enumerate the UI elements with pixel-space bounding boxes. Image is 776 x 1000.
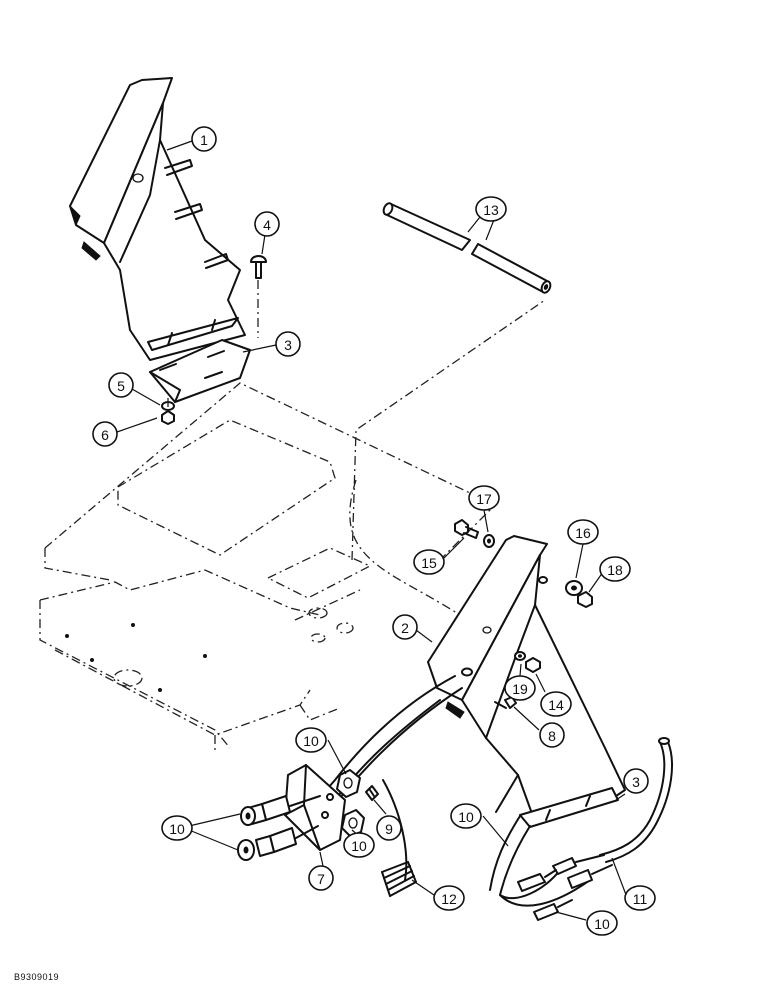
callout-5: 5	[108, 372, 134, 398]
callout-13: 13	[475, 196, 507, 222]
callout-label: 16	[575, 525, 591, 541]
callout-3-lower: 3	[623, 768, 649, 794]
callout-9: 9	[376, 815, 402, 841]
upper-lever-bracket	[69, 77, 246, 361]
callout-8: 8	[539, 722, 565, 748]
callout-17: 17	[468, 485, 500, 511]
bulkhead-plate-7	[284, 764, 346, 851]
callout-1: 1	[191, 126, 217, 152]
callout-label: 2	[401, 620, 409, 636]
mounting-plate-upper	[149, 339, 251, 403]
callout-label: 19	[512, 681, 528, 697]
callout-label: 18	[607, 562, 623, 578]
callout-16: 16	[567, 519, 599, 545]
tube-13	[382, 202, 552, 294]
callout-2: 2	[392, 614, 418, 640]
callout-label: 10	[169, 821, 185, 837]
callout-label: 1	[200, 132, 208, 148]
callout-label: 6	[101, 427, 109, 443]
callout-label: 10	[303, 733, 319, 749]
callout-label: 17	[476, 491, 492, 507]
callout-label: 9	[385, 821, 393, 837]
callout-11: 11	[624, 885, 656, 911]
callout-label: 14	[548, 697, 564, 713]
washer-nut-5-6	[161, 398, 175, 425]
callout-10-left: 10	[161, 815, 193, 841]
callout-10-bottom: 10	[586, 910, 618, 936]
callout-10-right: 10	[450, 803, 482, 829]
figure-reference-code: B9309019	[14, 972, 60, 982]
callout-15: 15	[413, 549, 445, 575]
callout-label: 15	[421, 555, 437, 571]
callout-label: 3	[284, 337, 292, 353]
callout-10-mid: 10	[343, 832, 375, 858]
spring-12	[381, 861, 417, 897]
callout-19: 19	[504, 675, 536, 701]
callout-label: 7	[317, 871, 325, 887]
callout-14: 14	[540, 691, 572, 717]
callout-6: 6	[92, 421, 118, 447]
callout-label: 10	[351, 838, 367, 854]
callout-7: 7	[308, 865, 334, 891]
callout-18: 18	[599, 556, 631, 582]
callout-label: 8	[548, 728, 556, 744]
callout-label: 3	[632, 774, 640, 790]
callout-12: 12	[433, 885, 465, 911]
callout-label: 12	[441, 891, 457, 907]
callout-label: 10	[594, 916, 610, 932]
callout-label: 10	[458, 809, 474, 825]
callout-10-top: 10	[295, 727, 327, 753]
callout-4: 4	[254, 211, 280, 237]
carriage-bolt-4	[250, 255, 267, 338]
callout-label: 4	[263, 217, 271, 233]
callout-label: 13	[483, 202, 499, 218]
clip-9	[365, 785, 379, 801]
bracket-fasteners	[454, 519, 593, 709]
callout-label: 5	[117, 378, 125, 394]
wire-harness-11	[517, 737, 673, 921]
callout-label: 11	[633, 891, 648, 907]
cable-fittings-10	[237, 769, 365, 861]
callout-3-upper: 3	[275, 331, 301, 357]
